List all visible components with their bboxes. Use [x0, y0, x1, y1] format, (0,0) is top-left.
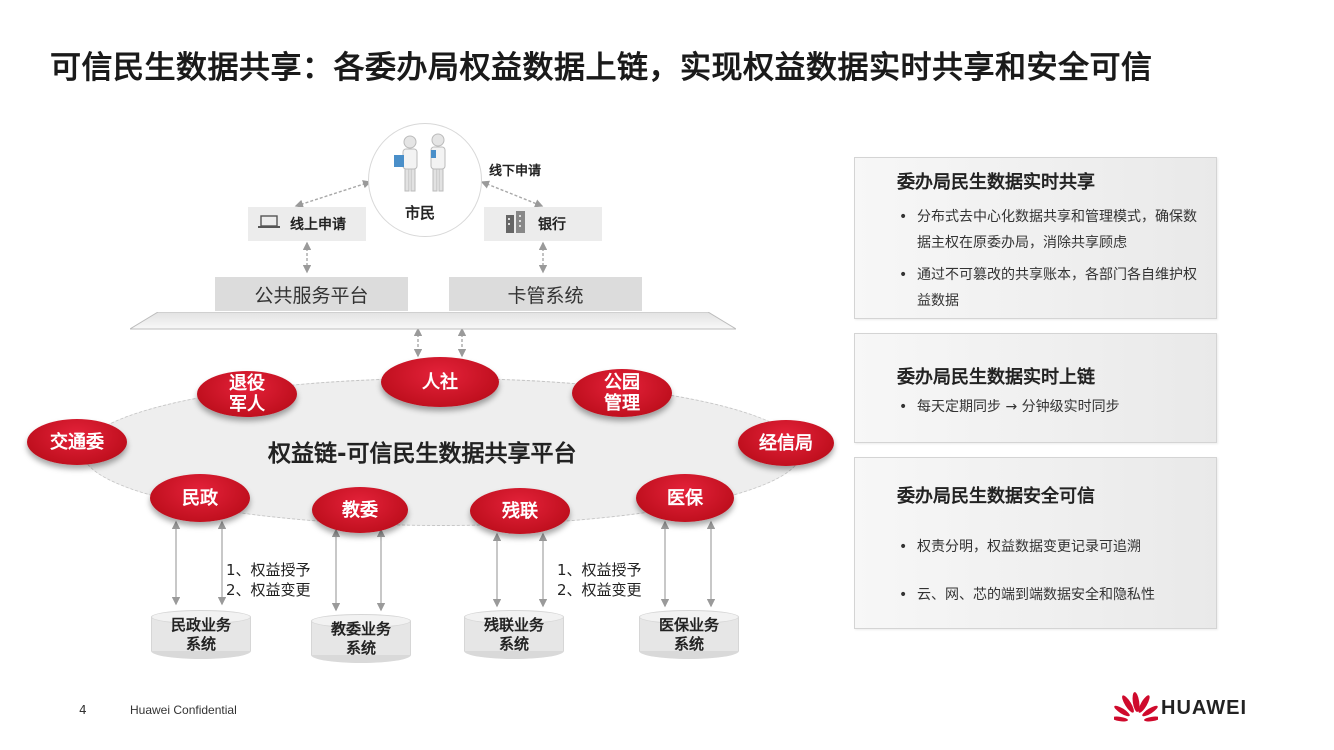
node-civil[interactable]: 民政 — [150, 474, 250, 522]
card-management-system: 卡管系统 — [449, 277, 642, 311]
panel-realtime-share: 委办局民生数据实时共享 • 分布式去中心化数据共享和管理模式，确保数据主权在原委… — [854, 157, 1217, 319]
platform-tray — [130, 312, 736, 330]
bullet-text: 通过不可篡改的共享账本，各部门各自维护权益数据 — [917, 267, 1197, 309]
rights-note-right: 1、权益授予 2、权益变更 — [557, 560, 642, 600]
note-line: 2、权益变更 — [557, 580, 642, 600]
note-line: 2、权益变更 — [226, 580, 311, 600]
panel-bullet: • 权责分明，权益数据变更记录可追溯 — [897, 534, 1197, 560]
panel-bullet: • 每天定期同步 → 分钟级实时同步 — [897, 394, 1197, 420]
db-civil: 民政业务 系统 — [151, 610, 251, 658]
node-traffic[interactable]: 交通委 — [27, 419, 127, 465]
panel-bullet: • 通过不可篡改的共享账本，各部门各自维护权益数据 — [897, 262, 1197, 314]
page-number: 4 — [79, 703, 87, 717]
panel-security: 委办局民生数据安全可信 • 权责分明，权益数据变更记录可追溯 • 云、网、芯的端… — [854, 457, 1217, 629]
node-park[interactable]: 公园 管理 — [572, 369, 672, 417]
db-disabled-label: 残联业务 系统 — [464, 616, 564, 654]
bullet-dot: • — [899, 262, 907, 288]
db-medical: 医保业务 系统 — [639, 610, 739, 658]
public-service-platform: 公共服务平台 — [215, 277, 408, 311]
bullet-text: 云、网、芯的端到端数据安全和隐私性 — [917, 587, 1155, 603]
confidential-label: Huawei Confidential — [130, 703, 237, 717]
bullet-dot: • — [899, 394, 907, 420]
huawei-petal-icon — [1114, 691, 1158, 725]
laptop-icon — [258, 214, 280, 234]
panel-bullet: • 云、网、芯的端到端数据安全和隐私性 — [897, 582, 1197, 608]
node-veterans[interactable]: 退役 军人 — [197, 371, 297, 417]
node-education[interactable]: 教委 — [312, 487, 408, 533]
note-line: 1、权益授予 — [557, 560, 642, 580]
panel-title: 委办局民生数据实时共享 — [897, 168, 1095, 194]
bank-label: 银行 — [538, 214, 566, 234]
people-icon — [390, 130, 460, 196]
node-hr[interactable]: 人社 — [381, 357, 499, 407]
bullet-text: 权责分明，权益数据变更记录可追溯 — [917, 539, 1141, 555]
note-line: 1、权益授予 — [226, 560, 311, 580]
bullet-dot: • — [899, 534, 907, 560]
db-education-label: 教委业务 系统 — [311, 620, 411, 658]
db-education: 教委业务 系统 — [311, 614, 411, 662]
chain-platform-label: 权益链-可信民生数据共享平台 — [268, 434, 577, 468]
logo-text: HUAWEI — [1161, 697, 1247, 720]
node-disabled[interactable]: 残联 — [470, 488, 570, 534]
db-civil-label: 民政业务 系统 — [151, 616, 251, 654]
building-icon — [504, 211, 528, 237]
db-medical-label: 医保业务 系统 — [639, 616, 739, 654]
node-medical[interactable]: 医保 — [636, 474, 734, 522]
bullet-dot: • — [899, 582, 907, 608]
bullet-text: 分布式去中心化数据共享和管理模式，确保数据主权在原委办局，消除共享顾虑 — [917, 209, 1197, 251]
node-economy[interactable]: 经信局 — [738, 420, 834, 466]
online-apply-label: 线上申请 — [290, 214, 346, 234]
bullet-dot: • — [899, 204, 907, 230]
panel-title: 委办局民生数据实时上链 — [897, 363, 1095, 389]
rights-note-left: 1、权益授予 2、权益变更 — [226, 560, 311, 600]
huawei-logo: HUAWEI — [1114, 691, 1259, 725]
bullet-text: 每天定期同步 → 分钟级实时同步 — [917, 399, 1120, 415]
panel-bullet: • 分布式去中心化数据共享和管理模式，确保数据主权在原委办局，消除共享顾虑 — [897, 204, 1197, 256]
bank-chip: 银行 — [484, 207, 602, 241]
panel-realtime-chain: 委办局民生数据实时上链 • 每天定期同步 → 分钟级实时同步 — [854, 333, 1217, 443]
db-disabled: 残联业务 系统 — [464, 610, 564, 658]
online-apply-chip: 线上申请 — [248, 207, 366, 241]
citizen-label: 市民 — [405, 202, 435, 223]
panel-title: 委办局民生数据安全可信 — [897, 482, 1095, 508]
offline-apply-label: 线下申请 — [489, 160, 541, 179]
